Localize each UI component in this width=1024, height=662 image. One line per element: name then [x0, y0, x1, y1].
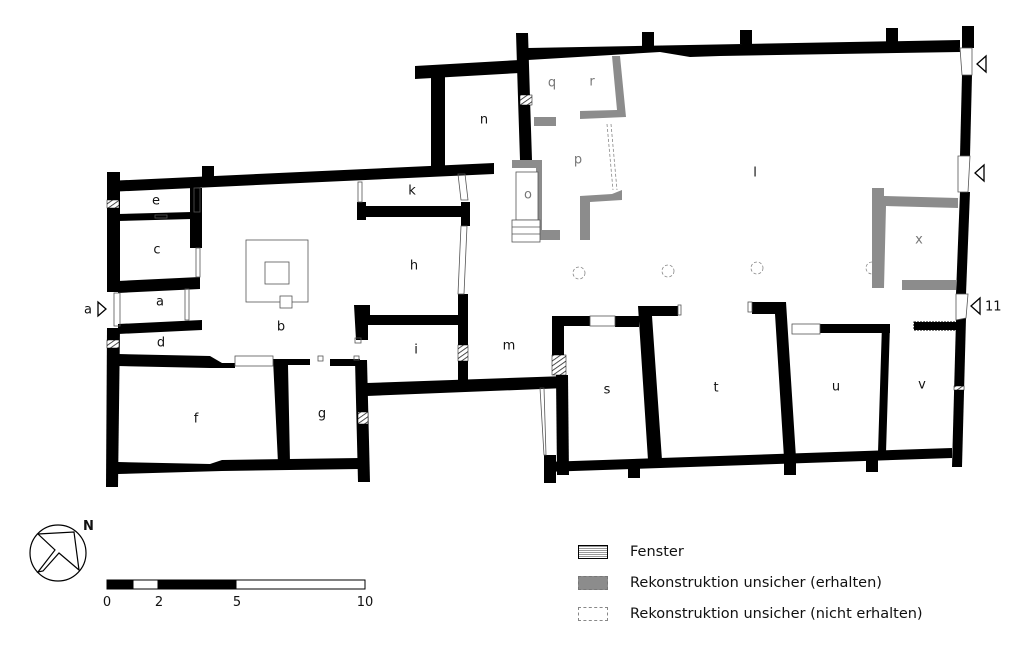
- scale-tick-10: 10: [357, 595, 374, 610]
- room-label-n: n: [480, 113, 488, 128]
- room-label-o: o: [524, 188, 532, 203]
- room-label-l: l: [753, 166, 757, 181]
- scale-tick-2: 2: [155, 595, 163, 610]
- room-label-u: u: [832, 380, 840, 395]
- windows: [106, 94, 965, 425]
- north-label: N: [83, 519, 94, 534]
- dashed-outline-icon: [578, 606, 608, 621]
- room-label-q: q: [548, 76, 556, 91]
- room-label-d: d: [157, 336, 165, 351]
- room-label-k: k: [408, 184, 416, 199]
- room-label-g: g: [318, 407, 326, 422]
- legend-item-window: Fenster: [578, 536, 923, 567]
- room-label-b: b: [277, 320, 285, 335]
- legend-label: Fenster: [630, 543, 684, 560]
- scale-tick-0: 0: [103, 595, 111, 610]
- legend-label: Rekonstruktion unsicher (nicht erhalten): [630, 605, 923, 622]
- entrance-label-a: a: [84, 303, 92, 318]
- north-arrow-icon: [29, 524, 87, 582]
- room-label-m: m: [503, 339, 516, 354]
- room-label-p: p: [574, 153, 582, 168]
- legend-item-uncertain-not-preserved: Rekonstruktion unsicher (nicht erhalten): [578, 598, 923, 629]
- entrance-label-11: 11: [985, 300, 1002, 315]
- legend-label: Rekonstruktion unsicher (erhalten): [630, 574, 882, 591]
- scale-tick-5: 5: [233, 595, 241, 610]
- room-label-c: c: [153, 243, 160, 258]
- room-label-i: i: [414, 343, 418, 358]
- entrance-arrow-icon: [970, 296, 981, 316]
- scale-bar: [106, 579, 366, 590]
- room-label-a: a: [156, 295, 164, 310]
- room-label-t: t: [713, 381, 718, 396]
- room-label-r: r: [589, 75, 595, 90]
- thresholds: [113, 47, 973, 456]
- walls: [106, 26, 974, 487]
- room-label-h: h: [410, 259, 418, 274]
- gray-fill-icon: [578, 575, 608, 590]
- entrance-markers: [97, 54, 987, 318]
- impluvium: [245, 239, 309, 309]
- entrance-arrow-icon: [974, 163, 985, 183]
- uncertain-walls: [512, 56, 958, 290]
- room-label-x: x: [915, 233, 923, 248]
- entrance-arrow-icon: [976, 54, 987, 74]
- stairs-o: [511, 171, 541, 243]
- window-hatch-icon: [578, 544, 608, 559]
- legend: Fenster Rekonstruktion unsicher (erhalte…: [578, 536, 923, 629]
- entrance-arrow-icon: [97, 300, 107, 318]
- legend-item-uncertain-preserved: Rekonstruktion unsicher (erhalten): [578, 567, 923, 598]
- room-label-s: s: [604, 383, 611, 398]
- room-label-v: v: [918, 378, 926, 393]
- room-label-f: f: [194, 412, 199, 427]
- room-label-e: e: [152, 194, 160, 209]
- room-labels: a b c d e f g h i k l m n o p q r s t u …: [152, 75, 926, 427]
- uncertain-not-preserved: [572, 123, 873, 280]
